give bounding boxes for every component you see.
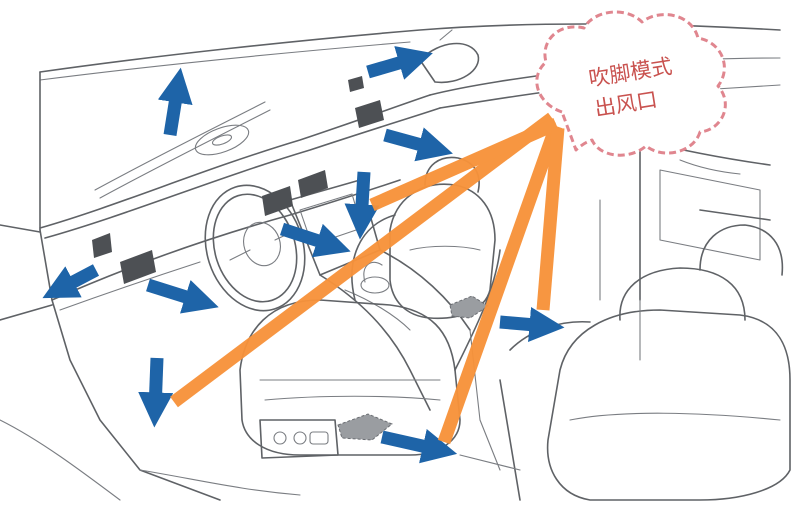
foot-vent-outlet-driver <box>337 413 393 441</box>
flow-line-rear-footwell <box>437 123 563 445</box>
dashboard-vents <box>92 76 384 284</box>
vent-left-outer <box>92 233 112 258</box>
vent-passenger-outer <box>355 100 384 128</box>
vent-arrow-passenger-down <box>344 171 380 240</box>
vent-arrow-passenger-outer <box>383 127 453 162</box>
flow-line-passenger-side <box>536 127 565 311</box>
vent-arrow-left-outer <box>42 264 100 299</box>
foot-vent-outlets <box>337 295 489 441</box>
foot-vent-outlet-rear <box>449 295 489 319</box>
vent-arrow-driver-foot <box>138 357 174 428</box>
flow-lines <box>170 112 565 445</box>
vent-arrow-windshield-up <box>157 67 193 137</box>
vent-arrow-side-window <box>366 46 433 80</box>
vent-arrows <box>42 46 565 464</box>
vent-arrow-center-console <box>279 222 351 258</box>
vent-center-left <box>262 186 293 216</box>
flow-line-driver-footwell <box>170 112 556 408</box>
vent-arrow-rear-seat <box>499 307 565 342</box>
callout-cloud-shape <box>535 10 727 157</box>
vent-passenger-inner <box>348 76 364 92</box>
vent-arrow-left-center <box>146 278 219 314</box>
vent-left-center <box>120 250 156 284</box>
vent-arrow-floor-rear <box>380 429 458 464</box>
callout-bubble: 吹脚模式 出风口 <box>535 10 727 157</box>
vent-center-right <box>298 170 328 198</box>
flow-line-center-console <box>369 118 559 211</box>
